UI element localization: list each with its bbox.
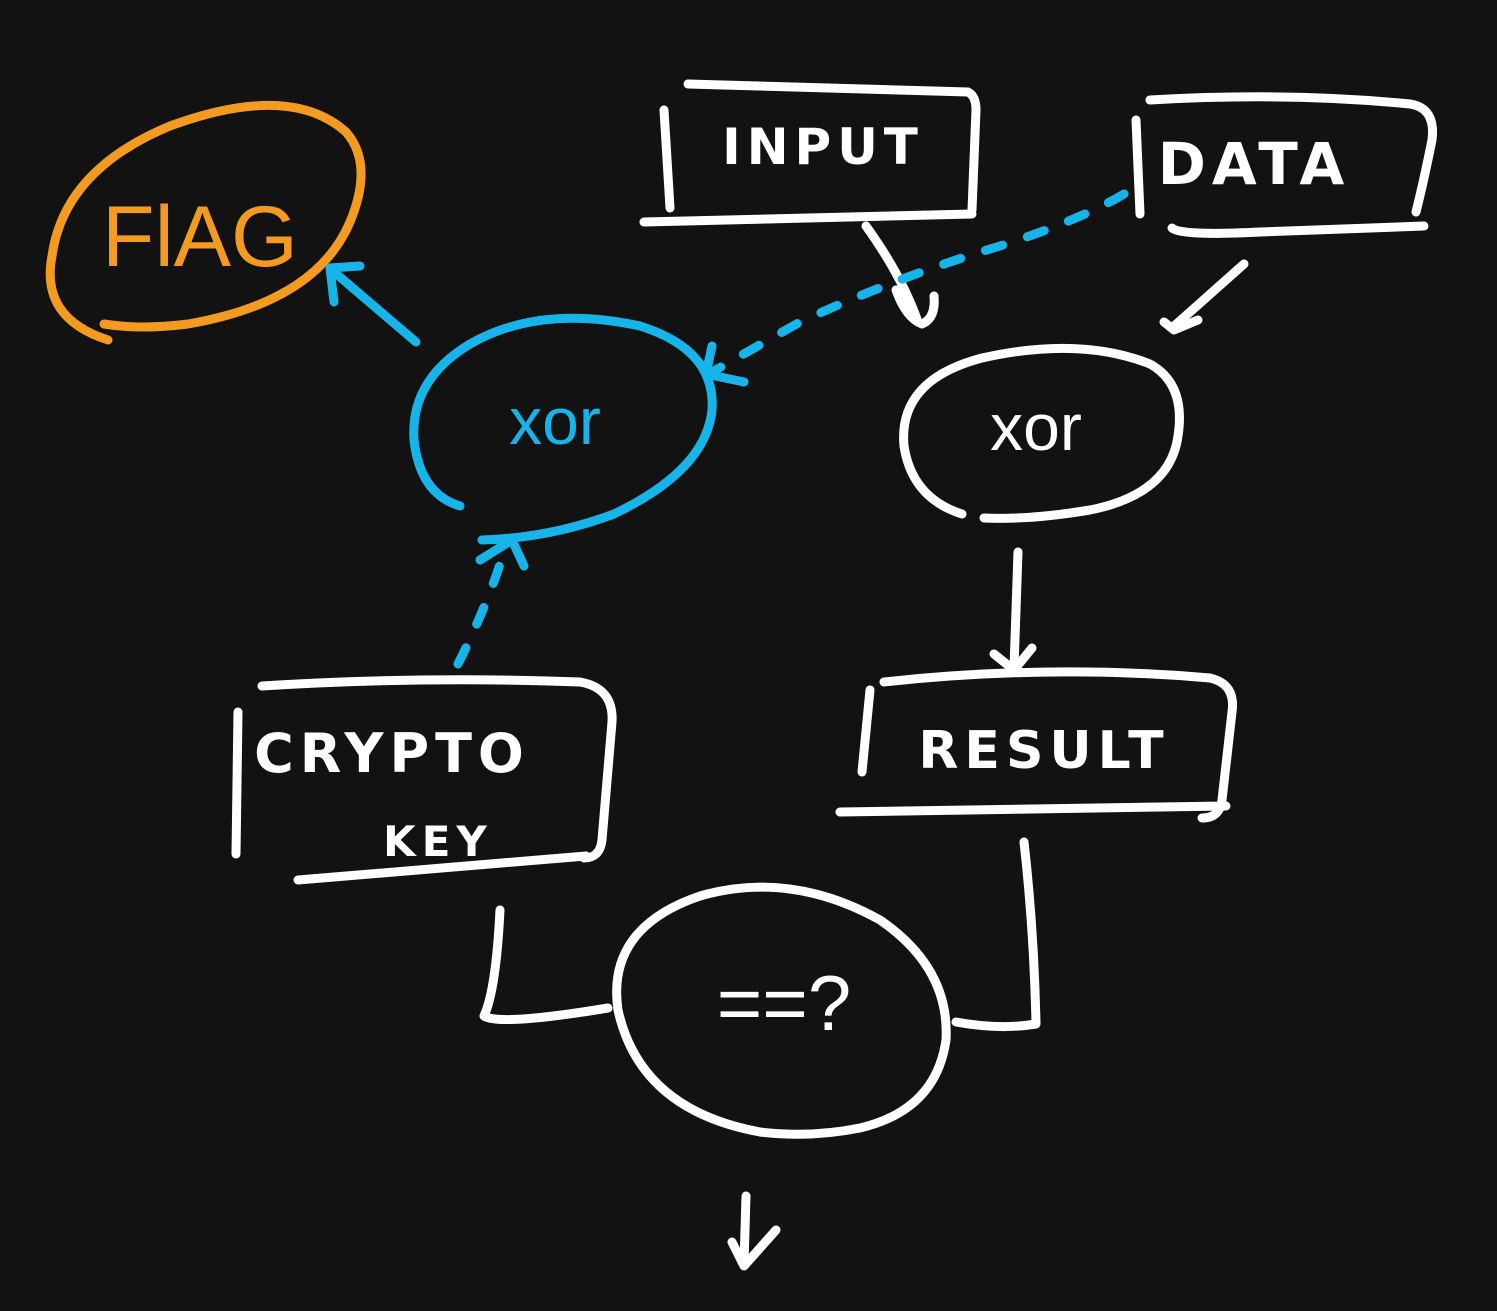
data-label: DATA: [1158, 130, 1350, 198]
edge-xor-crypto-to-flag: [325, 261, 421, 347]
edge-data-to-xor-crypto: [701, 189, 1129, 387]
xor-data-node: xor: [899, 343, 1184, 523]
xor-crypto-label: xor: [509, 384, 601, 458]
result-label: RESULT: [918, 721, 1169, 781]
edge-crypto-key-to-compare: [479, 905, 613, 1025]
flag-node: FlAG: [45, 101, 366, 345]
edge-xor-data-to-result: [989, 547, 1037, 675]
edge-data-to-xor-data: [1159, 259, 1249, 335]
edge-input-to-xor-data: [861, 221, 939, 329]
input-node: INPUT: [639, 79, 981, 227]
flag-label: FlAG: [102, 189, 298, 285]
edge-compare-to-next: [727, 1191, 781, 1271]
result-node: RESULT: [835, 667, 1238, 823]
crypto-key-label-line2: KEY: [383, 817, 493, 866]
crypto-key-node: CRYPTO KEY: [231, 675, 617, 885]
data-node: DATA: [1131, 92, 1438, 238]
edge-result-to-compare: [951, 837, 1041, 1032]
xor-crypto-node: xor: [409, 313, 717, 545]
compare-node: ==?: [612, 882, 951, 1139]
compare-label: ==?: [717, 959, 851, 1047]
input-label: INPUT: [722, 118, 924, 176]
xor-data-label: xor: [990, 390, 1082, 464]
crypto-key-label-line1: CRYPTO: [254, 722, 530, 785]
edge-crypto-key-to-xor-crypto: [453, 535, 529, 669]
